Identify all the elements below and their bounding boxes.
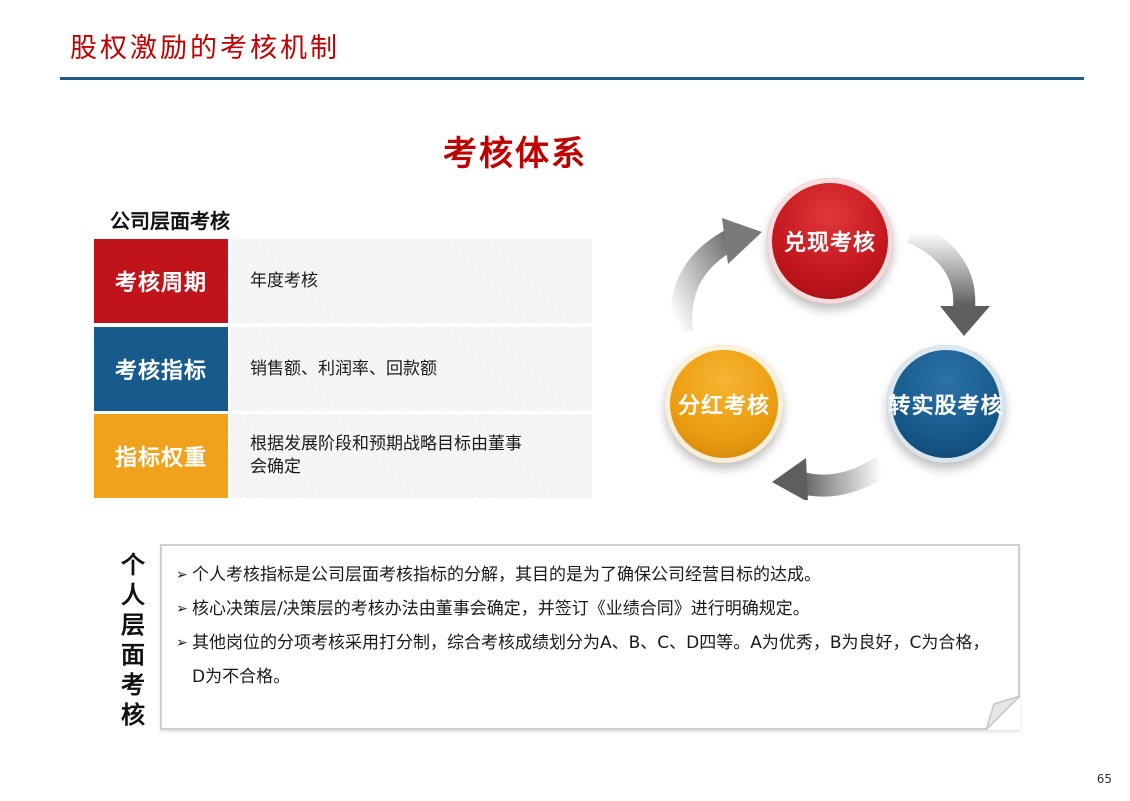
personal-assessment-notes: ➢ 个人考核指标是公司层面考核指标的分解，其目的是为了确保公司经营目标的达成。 … xyxy=(160,544,1020,730)
note-text: 个人考核指标是公司层面考核指标的分解，其目的是为了确保公司经营目标的达成。 xyxy=(192,565,821,585)
page-number: 65 xyxy=(1096,772,1112,786)
metric-value-indicator-text: 销售额、利润率、回款额 xyxy=(250,358,437,379)
arrow-top-to-right xyxy=(907,222,990,336)
metric-key-weight: 指标权重 xyxy=(94,414,228,498)
note-item: ➢ 其他岗位的分项考核采用打分制，综合考核成绩划分为A、B、C、D四等。A为优秀… xyxy=(176,626,1000,694)
arrow-bullet-icon: ➢ xyxy=(176,567,188,583)
metric-row-indicator: 考核指标 销售额、利润率、回款额 xyxy=(94,327,592,411)
personal-label-char: 面 xyxy=(121,641,145,669)
cycle-node-redemption: 兑现考核 xyxy=(767,178,893,304)
company-level-label: 公司层面考核 xyxy=(110,209,230,233)
cycle-arrows xyxy=(670,218,990,500)
metric-value-period: 年度考核 xyxy=(230,239,592,323)
cycle-node-dividend: 分红考核 xyxy=(665,345,783,463)
personal-label-char: 核 xyxy=(121,701,145,729)
section-heading: 考核体系 xyxy=(443,134,587,174)
metric-key-period: 考核周期 xyxy=(94,239,228,323)
metric-row-period: 考核周期 年度考核 xyxy=(94,239,592,323)
arrow-left-to-top xyxy=(670,218,762,334)
personal-label-char: 个 xyxy=(121,551,145,579)
personal-label-char: 人 xyxy=(121,581,145,609)
slide-title: 股权激励的考核机制 xyxy=(70,33,340,64)
metric-value-weight-line1: 根据发展阶段和预期战略目标由董事 xyxy=(250,434,522,454)
note-item: ➢ 个人考核指标是公司层面考核指标的分解，其目的是为了确保公司经营目标的达成。 xyxy=(176,558,1000,592)
arrow-bullet-icon: ➢ xyxy=(176,601,188,617)
metric-row-weight: 指标权重 根据发展阶段和预期战略目标由董事 会确定 xyxy=(94,414,592,498)
metric-value-period-text: 年度考核 xyxy=(250,270,318,291)
metric-value-weight: 根据发展阶段和预期战略目标由董事 会确定 xyxy=(230,414,592,498)
personal-level-label: 个 人 层 面 考 核 xyxy=(118,550,148,730)
metric-key-indicator: 考核指标 xyxy=(94,327,228,411)
metric-value-weight-line2: 会确定 xyxy=(250,457,301,477)
arrow-bullet-icon: ➢ xyxy=(176,635,188,651)
metric-value-indicator: 销售额、利润率、回款额 xyxy=(230,327,592,411)
note-text: 其他岗位的分项考核采用打分制，综合考核成绩划分为A、B、C、D四等。A为优秀，B… xyxy=(192,633,990,687)
cycle-node-convert-shares: 转实股考核 xyxy=(887,345,1005,463)
assessment-cycle-diagram: 兑现考核 转实股考核 分红考核 xyxy=(650,170,1030,500)
note-text: 核心决策层/决策层的考核办法由董事会确定，并签订《业绩合同》进行明确规定。 xyxy=(192,599,810,619)
arrow-right-to-left xyxy=(772,456,889,500)
note-item: ➢ 核心决策层/决策层的考核办法由董事会确定，并签订《业绩合同》进行明确规定。 xyxy=(176,592,1000,626)
personal-label-char: 层 xyxy=(121,611,145,639)
page-curl-icon xyxy=(986,696,1020,730)
personal-label-char: 考 xyxy=(121,671,145,699)
header-divider xyxy=(60,77,1084,80)
